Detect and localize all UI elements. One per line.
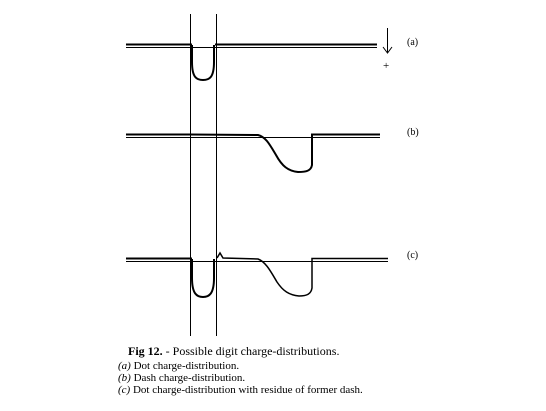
caption-item-b: (b) Dash charge-distribution. — [118, 372, 363, 384]
charge-distribution-diagram: + (a) (b) (c) — [126, 14, 419, 336]
polarity-sign: + — [383, 60, 389, 72]
caption-title: Fig 12. - Possible digit charge-distribu… — [118, 343, 363, 359]
polarity-arrow-icon — [382, 28, 393, 54]
panel-b-label: (b) — [407, 127, 419, 138]
caption-item-text: Dash charge-distribution. — [130, 372, 246, 384]
caption-item-tag: (a) — [118, 360, 131, 372]
panel-c-label: (c) — [407, 250, 418, 261]
caption-item-a: (a) Dot charge-distribution. — [118, 360, 363, 372]
panel-a-label: (a) — [407, 37, 418, 48]
figure-number: Fig 12. — [128, 344, 163, 358]
caption-item-tag: (c) — [118, 384, 131, 396]
panel-b-trace — [126, 133, 380, 174]
caption-item-text: Dot charge-distribution. — [130, 360, 240, 372]
figure-caption: Fig 12. - Possible digit charge-distribu… — [118, 343, 363, 396]
caption-item-c: (c) Dot charge-distribution with residue… — [118, 384, 363, 396]
figure-title: - Possible digit charge-distributions. — [162, 344, 340, 358]
caption-item-tag: (b) — [118, 372, 131, 384]
panel-c-trace — [126, 251, 388, 299]
panel-a-trace — [126, 43, 377, 82]
caption-item-text: Dot charge-distribution with residue of … — [130, 384, 363, 396]
